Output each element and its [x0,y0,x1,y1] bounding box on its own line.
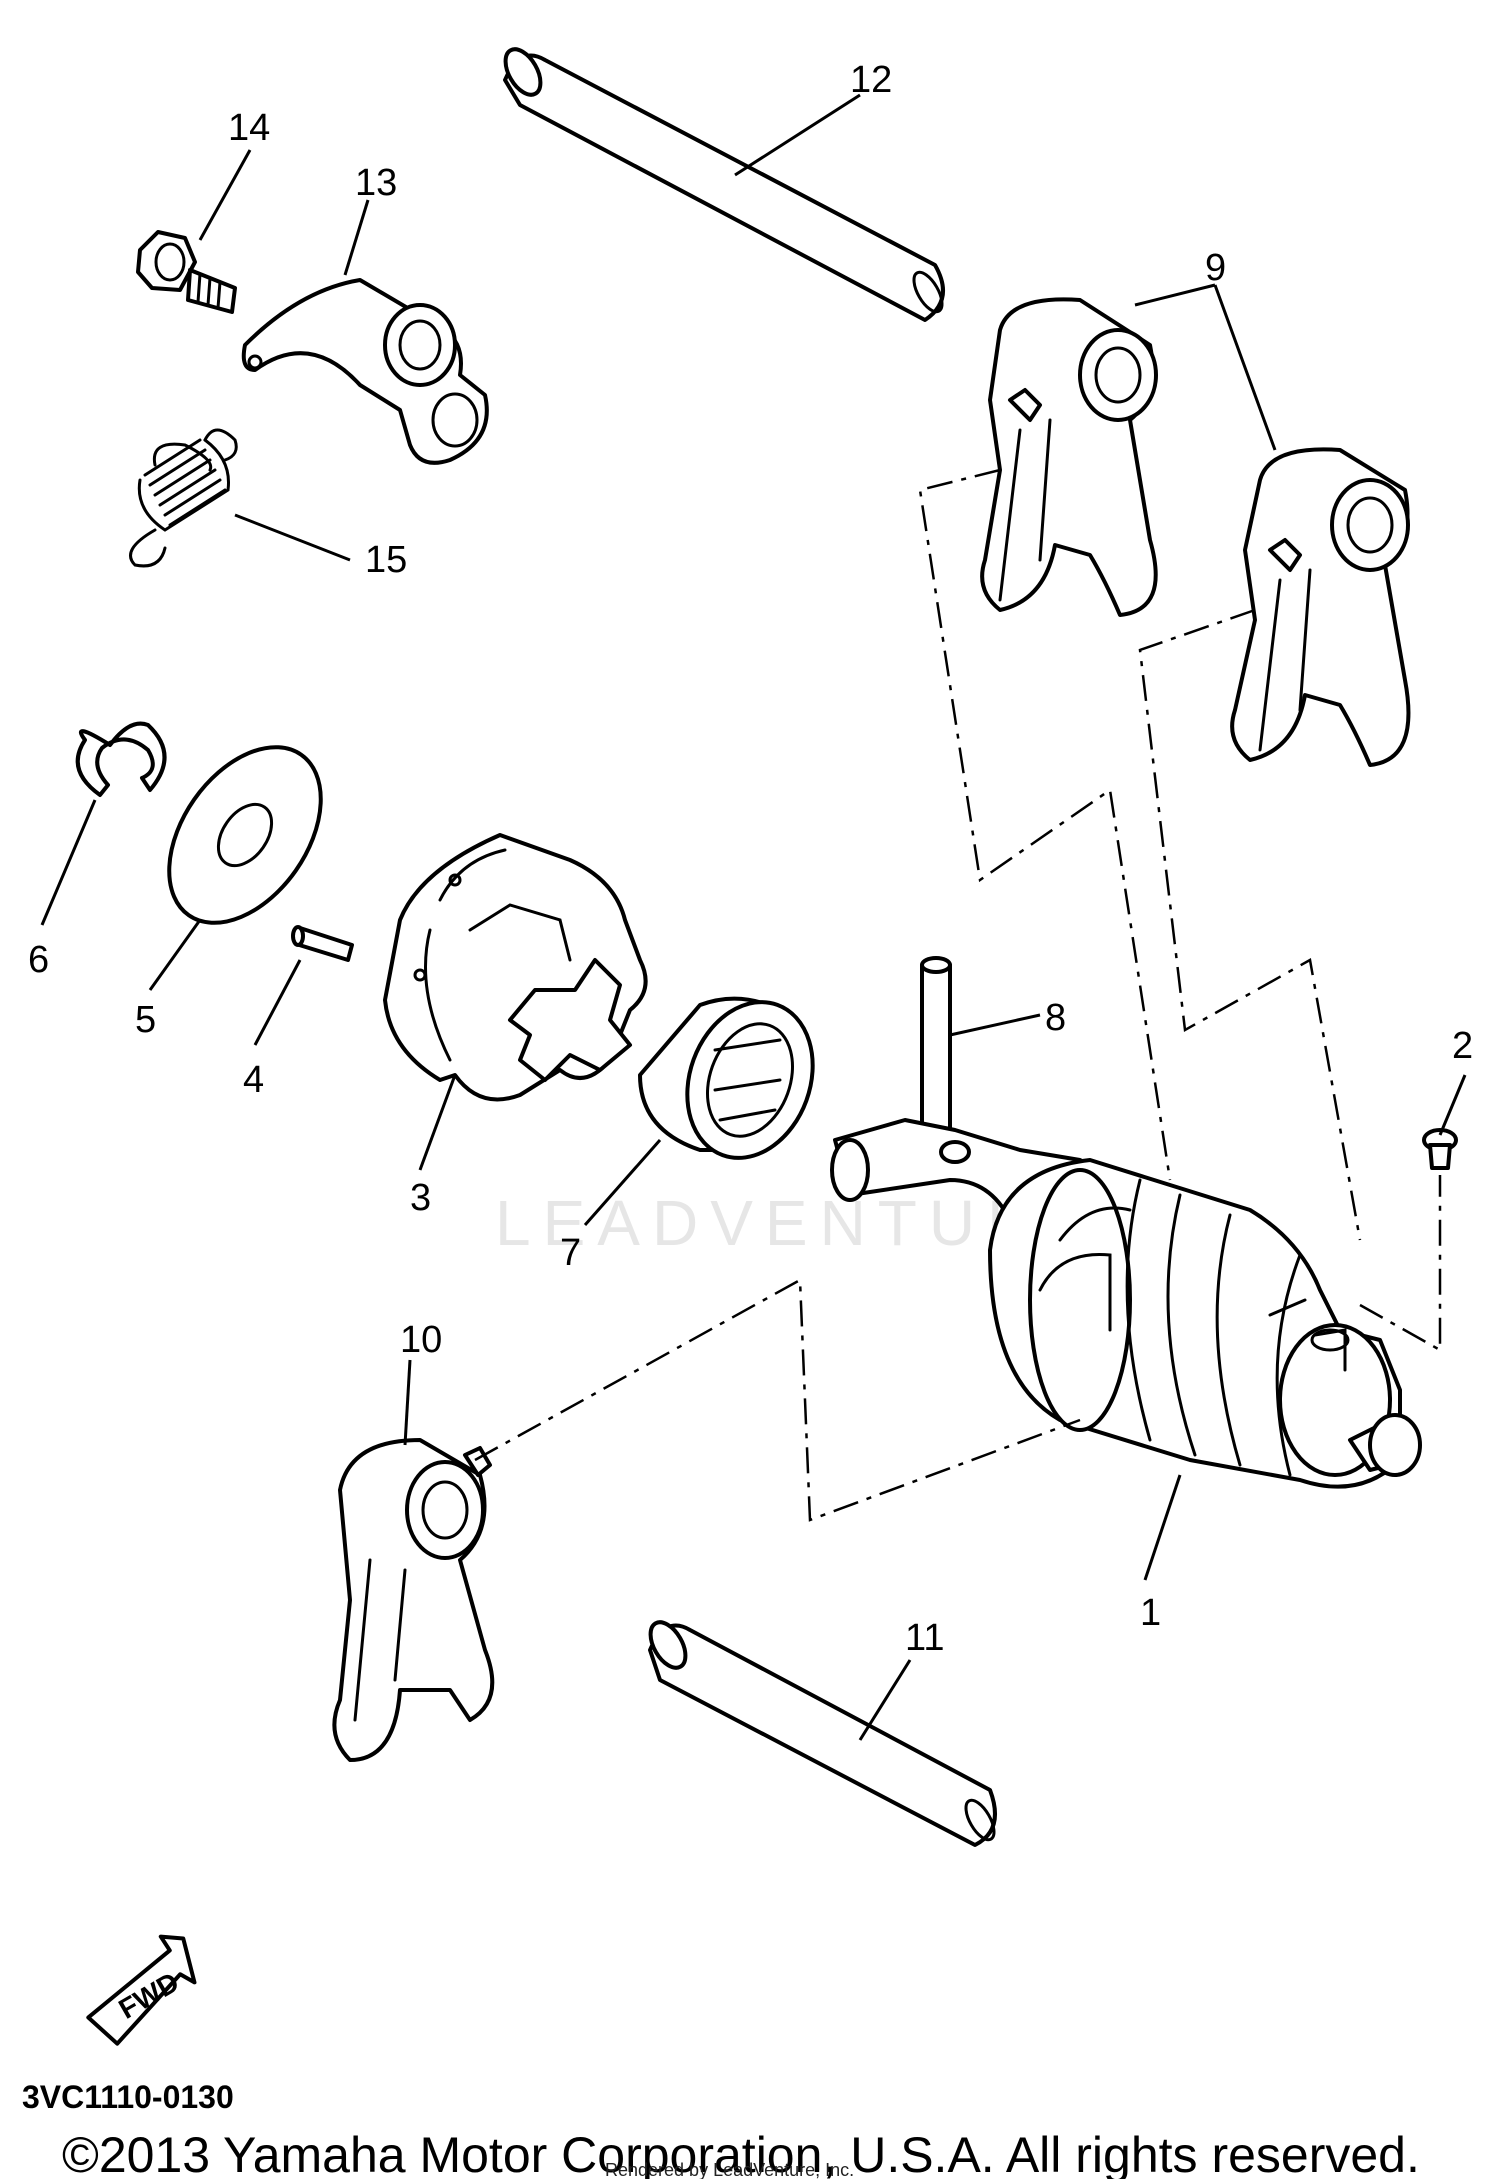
callout-11: 11 [905,1617,944,1659]
part-1-shift-drum[interactable] [830,1118,1422,1489]
assembly-guide-lines [474,468,1442,1522]
callout-14: 14 [228,107,270,149]
part-6-circlip[interactable] [75,721,167,797]
part-15-spring[interactable] [129,428,238,568]
callout-6: 6 [28,939,49,981]
part-2-pin[interactable] [1422,1128,1458,1170]
callout-10: 10 [400,1319,442,1361]
callout-labels: 12 14 13 9 15 6 5 4 3 8 2 7 10 1 11 [28,59,1473,1659]
callout-2: 2 [1452,1025,1473,1067]
part-12-fork-shaft[interactable] [498,43,947,322]
part-13-stopper-lever[interactable] [241,278,489,465]
diagram-code: 3VC1110-0130 [22,2079,234,2115]
callout-4: 4 [243,1059,264,1101]
rendered-by: Rendered by LeadVenture, Inc. [605,2160,854,2179]
callout-13: 13 [355,162,397,204]
leader-lines [40,93,1467,1741]
callout-12: 12 [850,59,892,101]
callout-3: 3 [410,1177,431,1219]
part-14-bolt[interactable] [136,230,237,314]
callout-1: 1 [1140,1592,1161,1634]
part-7-needle-bearing[interactable] [638,984,834,1175]
part-4-pin[interactable] [291,925,354,962]
callout-5: 5 [135,999,156,1041]
part-5-washer[interactable] [138,719,352,951]
callout-7: 7 [560,1232,581,1274]
part-9-shift-fork-b[interactable] [1230,447,1411,767]
part-9-shift-fork-a[interactable] [980,297,1158,617]
part-3-shift-cam-segment[interactable] [383,833,648,1102]
part-10-shift-fork[interactable] [332,1438,495,1762]
part-11-fork-shaft[interactable] [643,1616,999,1847]
callout-8: 8 [1045,997,1066,1039]
callout-9: 9 [1205,247,1226,289]
copyright-notice: ©2013 Yamaha Motor Corporation, U.S.A. A… [62,2127,1420,2179]
fwd-arrow-icon: FWD [86,1934,197,2046]
part-8-pin[interactable] [920,956,952,1159]
callout-15: 15 [365,539,407,581]
